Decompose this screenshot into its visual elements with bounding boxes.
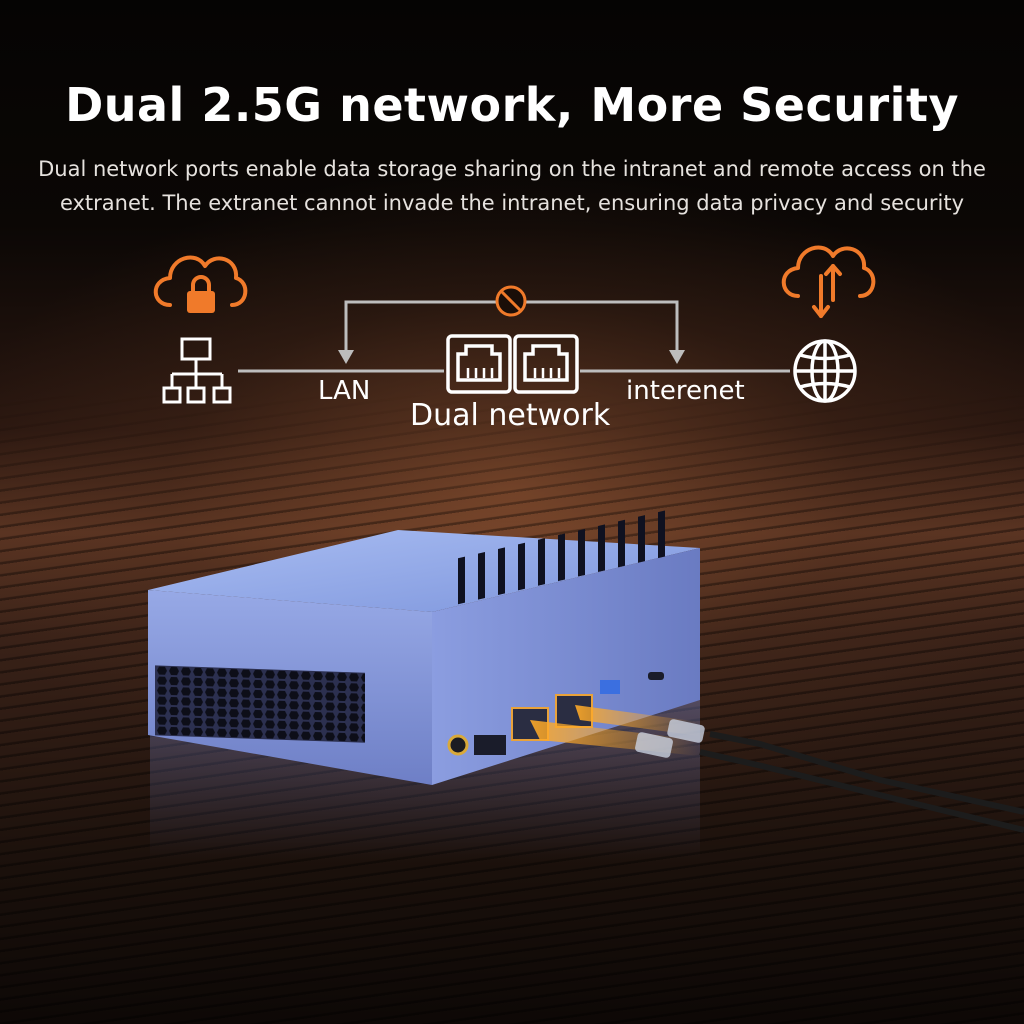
ethernet-port-icon <box>446 334 579 394</box>
network-diagram <box>153 245 876 404</box>
headline: Dual 2.5G network, More Security <box>65 78 959 132</box>
description: Dual network ports enable data storage s… <box>38 157 986 215</box>
device-rear-panel <box>432 548 700 785</box>
usb-c-port <box>648 672 664 680</box>
vent-grille <box>155 665 365 743</box>
dc-power-port <box>447 734 469 756</box>
network-hierarchy-icon <box>162 337 232 404</box>
lan-label: LAN <box>318 376 371 406</box>
globe-icon <box>793 339 857 403</box>
ethernet-cables <box>635 719 1024 833</box>
internet-label: interenet <box>626 376 745 406</box>
no-entry-icon <box>495 285 527 317</box>
arrow-down-left <box>338 350 354 364</box>
cloud-lock-icon <box>153 255 248 313</box>
cloud-transfer-icon <box>781 245 876 318</box>
usb-port <box>600 680 620 694</box>
arrow-down-right <box>669 350 685 364</box>
hdmi-port <box>474 735 506 755</box>
rear-vent-slots <box>458 510 665 605</box>
dual-network-label: Dual network <box>410 398 611 433</box>
